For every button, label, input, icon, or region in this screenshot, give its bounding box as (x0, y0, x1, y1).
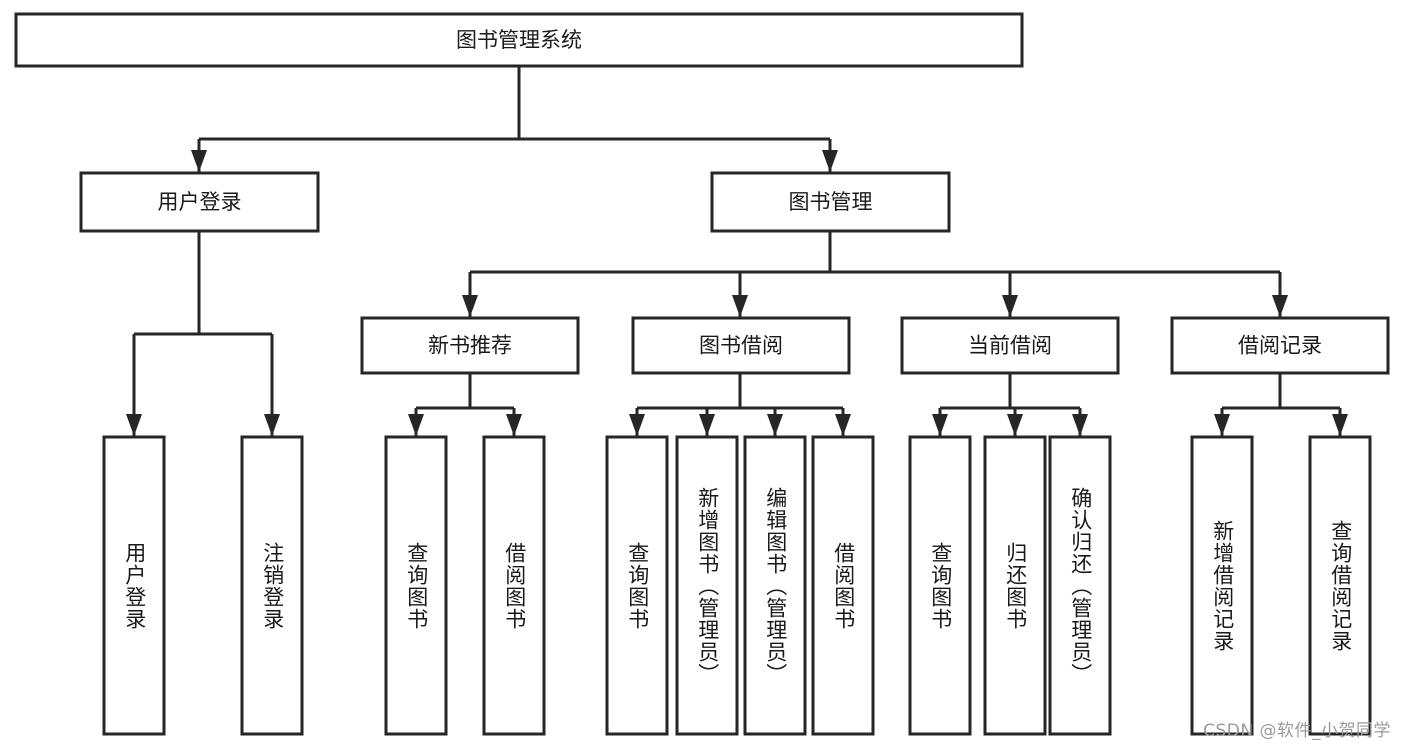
node-box-new-book-recommend[interactable] (360, 316, 580, 375)
node-borrow-record[interactable]: 借阅记录 (1170, 316, 1390, 375)
node-leaf-borrow-book-recommend[interactable] (482, 435, 546, 736)
arrow-head-icon (506, 414, 522, 436)
node-label-user-login: 用户登录 (158, 190, 242, 214)
arrow-head-icon (1272, 295, 1288, 317)
node-box-leaf-query-book-recommend[interactable] (384, 435, 448, 736)
node-box-leaf-query-borrow-record[interactable] (1308, 435, 1372, 736)
node-leaf-edit-book-admin[interactable] (743, 435, 807, 736)
node-leaf-add-book-admin[interactable] (675, 435, 739, 736)
node-box-leaf-user-login[interactable] (102, 435, 166, 736)
node-box-leaf-confirm-return-admin[interactable] (1048, 435, 1112, 736)
node-box-leaf-query-book-borrow[interactable] (605, 435, 669, 736)
node-box-user-login[interactable] (79, 171, 320, 233)
node-box-book-management[interactable] (710, 171, 951, 233)
node-box-root[interactable] (14, 12, 1024, 68)
arrow-head-icon (462, 295, 478, 317)
node-leaf-user-logout[interactable] (240, 435, 304, 736)
node-label-current-borrow: 当前借阅 (968, 334, 1052, 358)
connectors-layer (126, 66, 1348, 436)
node-root[interactable]: 图书管理系统 (14, 12, 1024, 68)
arrow-head-icon (126, 414, 142, 436)
node-leaf-user-login[interactable] (102, 435, 166, 736)
node-leaf-query-book-recommend[interactable] (384, 435, 448, 736)
node-current-borrow[interactable]: 当前借阅 (900, 316, 1120, 375)
node-user-login[interactable]: 用户登录 (79, 171, 320, 233)
arrow-head-icon (1007, 414, 1023, 436)
arrow-head-icon (1332, 414, 1348, 436)
arrow-head-icon (191, 150, 207, 172)
node-box-leaf-add-borrow-record[interactable] (1190, 435, 1254, 736)
node-leaf-confirm-return-admin[interactable] (1048, 435, 1112, 736)
arrow-head-icon (1002, 295, 1018, 317)
node-box-leaf-return-book[interactable] (983, 435, 1047, 736)
node-leaf-borrow-book[interactable] (811, 435, 875, 736)
node-box-leaf-borrow-book-recommend[interactable] (482, 435, 546, 736)
node-leaf-query-book-borrow[interactable] (605, 435, 669, 736)
node-new-book-recommend[interactable]: 新书推荐 (360, 316, 580, 375)
arrow-head-icon (732, 295, 748, 317)
node-label-book-management: 图书管理 (789, 190, 873, 214)
node-book-borrow[interactable]: 图书借阅 (631, 316, 851, 375)
arrow-head-icon (1214, 414, 1230, 436)
arrow-head-icon (822, 150, 838, 172)
node-leaf-add-borrow-record[interactable] (1190, 435, 1254, 736)
arrow-head-icon (629, 414, 645, 436)
arrow-head-icon (835, 414, 851, 436)
arrow-head-icon (264, 414, 280, 436)
node-box-leaf-edit-book-admin[interactable] (743, 435, 807, 736)
node-box-leaf-query-book-current[interactable] (908, 435, 972, 736)
node-leaf-query-borrow-record[interactable] (1308, 435, 1372, 736)
node-label-new-book-recommend: 新书推荐 (428, 334, 512, 358)
node-label-book-borrow: 图书借阅 (699, 334, 783, 358)
node-box-leaf-borrow-book[interactable] (811, 435, 875, 736)
node-leaf-return-book[interactable] (983, 435, 1047, 736)
node-label-root: 图书管理系统 (456, 28, 582, 52)
arrow-head-icon (767, 414, 783, 436)
node-label-borrow-record: 借阅记录 (1238, 334, 1322, 358)
node-box-book-borrow[interactable] (631, 316, 851, 375)
arrow-head-icon (699, 414, 715, 436)
arrow-head-icon (932, 414, 948, 436)
arrow-head-icon (408, 414, 424, 436)
watermark-text: CSDN @软件_小贺同学 (1203, 721, 1391, 741)
node-box-current-borrow[interactable] (900, 316, 1120, 375)
arrow-head-icon (1072, 414, 1088, 436)
node-box-leaf-user-logout[interactable] (240, 435, 304, 736)
node-box-leaf-add-book-admin[interactable] (675, 435, 739, 736)
node-box-borrow-record[interactable] (1170, 316, 1390, 375)
node-leaf-query-book-current[interactable] (908, 435, 972, 736)
node-book-management[interactable]: 图书管理 (710, 171, 951, 233)
